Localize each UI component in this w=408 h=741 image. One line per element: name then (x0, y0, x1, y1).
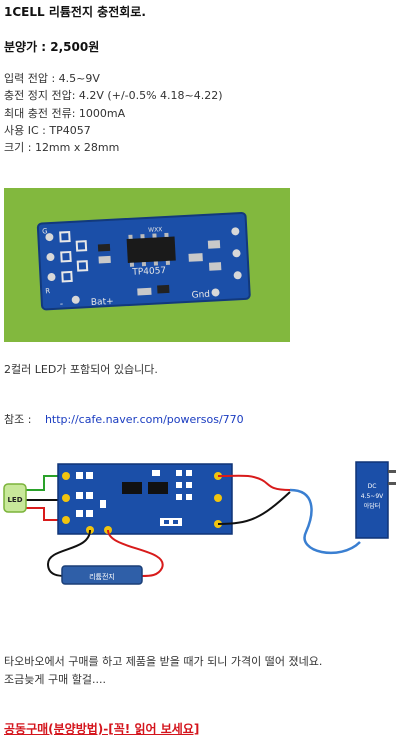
led-box (3, 483, 27, 513)
spec-ic: 사용 IC : TP4057 (4, 124, 91, 137)
product-photo: G R - Bat+ Gnd TP4057 WXX (4, 188, 290, 342)
pcb-label-r: R (45, 287, 50, 295)
adapter-label-name: 아답터 (364, 502, 381, 510)
spec-size: 크기 : 12mm x 28mm (4, 141, 120, 154)
body-text-line-1: 타오바오에서 구매를 하고 제품을 받을 때가 되니 가격이 떨어 졌네요. (4, 655, 323, 668)
pcb-label-minus: - (60, 299, 64, 309)
reference-link[interactable]: http://cafe.naver.com/powersos/770 (44, 413, 244, 426)
pcb-label-chip: TP4057 (131, 266, 166, 278)
body-text-line-2: 조금늦게 구매 할걸.... (4, 673, 106, 686)
led-label: LED (7, 496, 22, 504)
price-text: 분양가 : 2,500원 (4, 40, 100, 54)
led-note: 2컬러 LED가 포함되어 있습니다. (4, 363, 158, 376)
wiring-diagram: LED DC (0, 452, 408, 592)
pcb-label-wxx: WXX (148, 226, 163, 234)
group-purchase-link[interactable]: 공동구매(분양방법)-[꼭! 읽어 보세요] (4, 722, 200, 736)
reference-label: 참조 : (4, 413, 32, 426)
spec-stop-voltage: 충전 정지 전압: 4.2V (+/-0.5% 4.18~4.22) (4, 89, 223, 102)
pcb-illustration: G R - Bat+ Gnd TP4057 WXX (4, 188, 290, 342)
battery-label: 리튬전지 (89, 572, 115, 581)
reference-line: 참조 : http://cafe.naver.com/powersos/770 (4, 411, 244, 427)
battery-box (61, 565, 143, 585)
pcb-label-gnd: Gnd (191, 290, 210, 301)
pcb-label-g: G (42, 227, 48, 235)
page-title: 1CELL 리튬전지 충전회로. (4, 5, 146, 19)
adapter-box (355, 461, 389, 539)
diagram-board (57, 463, 233, 535)
spec-max-current: 최대 충전 전류: 1000mA (4, 107, 126, 120)
pcb-label-bat: Bat+ (91, 297, 114, 308)
adapter-label-dc: DC (368, 483, 377, 490)
adapter-label-voltage: 4.5~9V (361, 493, 384, 500)
spec-input-voltage: 입력 전압 : 4.5~9V (4, 72, 100, 85)
